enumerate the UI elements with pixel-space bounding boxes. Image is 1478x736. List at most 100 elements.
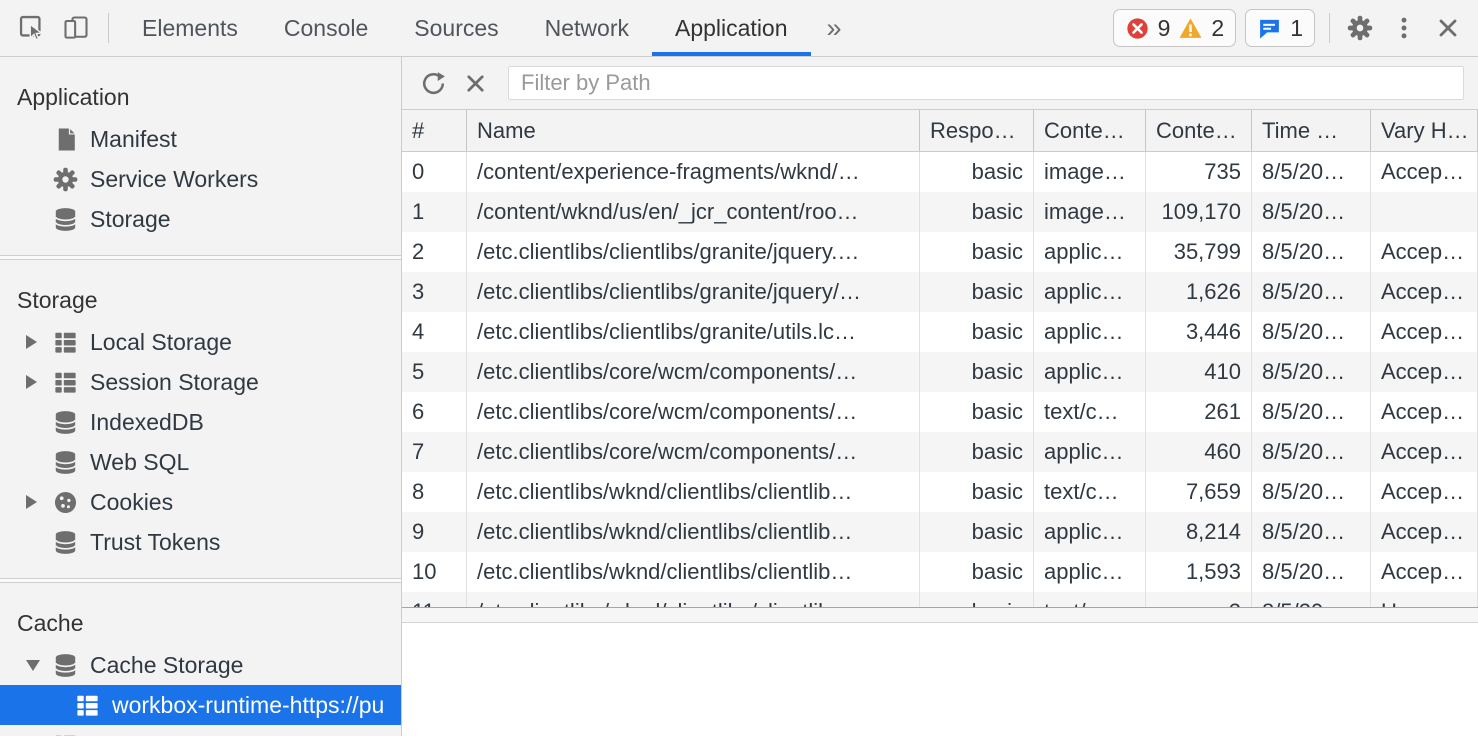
table-icon	[52, 732, 79, 736]
refresh-button[interactable]	[412, 62, 454, 104]
sidebar-item-label: Application Cache	[90, 732, 275, 736]
cell-content-length: 410	[1146, 352, 1252, 392]
chevron-down-icon[interactable]	[26, 659, 52, 671]
column-header-response-type[interactable]: Respo…	[920, 110, 1034, 151]
cell-vary-header: Accep…	[1371, 552, 1478, 592]
sidebar-item-workbox-runtime-https-pu[interactable]: workbox-runtime-https://pu	[0, 685, 401, 725]
column-header-index[interactable]: #	[402, 110, 467, 151]
column-header-content-length[interactable]: Conte…	[1146, 110, 1252, 151]
more-tabs-button[interactable]: »	[826, 12, 842, 43]
sidebar-item-storage[interactable]: Storage	[0, 199, 401, 239]
panel-tabs: Elements Console Sources Network Application	[119, 0, 811, 56]
settings-button[interactable]	[1338, 6, 1382, 50]
sidebar-item-session-storage[interactable]: Session Storage	[0, 362, 401, 402]
cell-content-type: text/c…	[1034, 472, 1146, 512]
table-row[interactable]: 10/etc.clientlibs/wknd/clientlibs/client…	[402, 552, 1478, 592]
sidebar-item-indexeddb[interactable]: IndexedDB	[0, 402, 401, 442]
delete-selected-button[interactable]	[454, 62, 496, 104]
tab-network[interactable]: Network	[544, 14, 629, 41]
sidebar-item-web-sql[interactable]: Web SQL	[0, 442, 401, 482]
table-row[interactable]: 0/content/experience-fragments/wknd/…bas…	[402, 152, 1478, 192]
cell-response-type: basic	[920, 312, 1034, 352]
warning-icon	[1178, 16, 1203, 41]
sidebar-item-service-workers[interactable]: Service Workers	[0, 159, 401, 199]
table-icon	[52, 329, 79, 356]
cell-vary-header: Accep…	[1371, 392, 1478, 432]
cell-name: /etc.clientlibs/core/wcm/components/…	[467, 352, 920, 392]
cell-time-cached: 8/5/20…	[1252, 552, 1371, 592]
issues-badge[interactable]: 1	[1245, 9, 1315, 47]
cell-response-type: basic	[920, 592, 1034, 607]
inspect-element-button[interactable]	[10, 6, 54, 50]
cell-index: 2	[402, 232, 467, 272]
table-row[interactable]: 9/etc.clientlibs/wknd/clientlibs/clientl…	[402, 512, 1478, 552]
close-icon	[1434, 14, 1462, 42]
table-row[interactable]: 4/etc.clientlibs/clientlibs/granite/util…	[402, 312, 1478, 352]
kebab-menu-icon	[1390, 14, 1418, 42]
sidebar-item-cache-storage[interactable]: Cache Storage	[0, 645, 401, 685]
cell-time-cached: 8/5/20…	[1252, 432, 1371, 472]
close-devtools-button[interactable]	[1426, 6, 1470, 50]
tab-application[interactable]: Application	[652, 0, 811, 56]
database-icon	[52, 652, 79, 679]
cell-time-cached: 8/5/20…	[1252, 472, 1371, 512]
cell-content-type: image…	[1034, 192, 1146, 232]
column-header-content-type[interactable]: Conte…	[1034, 110, 1146, 151]
section-divider	[0, 578, 401, 583]
table-row[interactable]: 11/etc.clientlibs/wknd/clientlibs/client…	[402, 592, 1478, 607]
cell-content-length: 8,214	[1146, 512, 1252, 552]
sidebar-item-application-cache[interactable]: Application Cache	[0, 725, 401, 736]
cell-name: /etc.clientlibs/core/wcm/components/…	[467, 432, 920, 472]
sidebar-item-trust-tokens[interactable]: Trust Tokens	[0, 522, 401, 562]
cell-content-type: applic…	[1034, 272, 1146, 312]
filter-by-path-input[interactable]	[508, 66, 1464, 100]
sidebar-item-label: Session Storage	[90, 368, 259, 395]
cell-index: 0	[402, 152, 467, 192]
cell-response-type: basic	[920, 192, 1034, 232]
table-row[interactable]: 3/etc.clientlibs/clientlibs/granite/jque…	[402, 272, 1478, 312]
column-header-name[interactable]: Name	[467, 110, 920, 151]
table-row[interactable]: 8/etc.clientlibs/wknd/clientlibs/clientl…	[402, 472, 1478, 512]
error-count: 9	[1157, 14, 1171, 41]
table-row[interactable]: 6/etc.clientlibs/core/wcm/components/…ba…	[402, 392, 1478, 432]
cell-content-length: 735	[1146, 152, 1252, 192]
more-options-button[interactable]	[1382, 6, 1426, 50]
cell-index: 8	[402, 472, 467, 512]
cell-time-cached: 8/5/20…	[1252, 352, 1371, 392]
cell-content-type: text/c…	[1034, 392, 1146, 432]
cell-content-type: text/c…	[1034, 592, 1146, 607]
clear-x-icon	[462, 70, 489, 97]
cell-content-length: 109,170	[1146, 192, 1252, 232]
cell-name: /etc.clientlibs/wknd/clientlibs/clientli…	[467, 512, 920, 552]
sidebar-item-label: Web SQL	[90, 448, 190, 475]
cell-index: 6	[402, 392, 467, 432]
cell-response-type: basic	[920, 152, 1034, 192]
chevron-right-icon[interactable]	[26, 375, 52, 389]
section-title: Storage	[17, 286, 98, 313]
chevron-right-icon[interactable]	[26, 335, 52, 349]
cell-content-length: 3,446	[1146, 312, 1252, 352]
warning-count: 2	[1211, 14, 1225, 41]
cell-vary-header: Accep…	[1371, 352, 1478, 392]
tab-sources[interactable]: Sources	[414, 14, 499, 41]
chevron-right-icon[interactable]	[26, 495, 52, 509]
device-toolbar-button[interactable]	[54, 6, 98, 50]
table-row[interactable]: 1/content/wknd/us/en/_jcr_content/roo…ba…	[402, 192, 1478, 232]
column-header-time-cached[interactable]: Time …	[1252, 110, 1371, 151]
tab-elements[interactable]: Elements	[142, 14, 238, 41]
console-status-badge[interactable]: 9 2	[1112, 9, 1237, 47]
sidebar-item-manifest[interactable]: Manifest	[0, 119, 401, 159]
table-row[interactable]: 2/etc.clientlibs/clientlibs/granite/jque…	[402, 232, 1478, 272]
sidebar-item-local-storage[interactable]: Local Storage	[0, 322, 401, 362]
cell-time-cached: 8/5/20…	[1252, 592, 1371, 607]
column-header-vary-header[interactable]: Vary H…	[1371, 110, 1478, 151]
sidebar-item-cookies[interactable]: Cookies	[0, 482, 401, 522]
table-row[interactable]: 5/etc.clientlibs/core/wcm/components/…ba…	[402, 352, 1478, 392]
table-row[interactable]: 7/etc.clientlibs/core/wcm/components/…ba…	[402, 432, 1478, 472]
horizontal-scrollbar[interactable]	[402, 607, 1478, 623]
database-icon	[52, 409, 79, 436]
cell-index: 1	[402, 192, 467, 232]
cell-content-type: applic…	[1034, 512, 1146, 552]
tab-console[interactable]: Console	[283, 14, 369, 41]
